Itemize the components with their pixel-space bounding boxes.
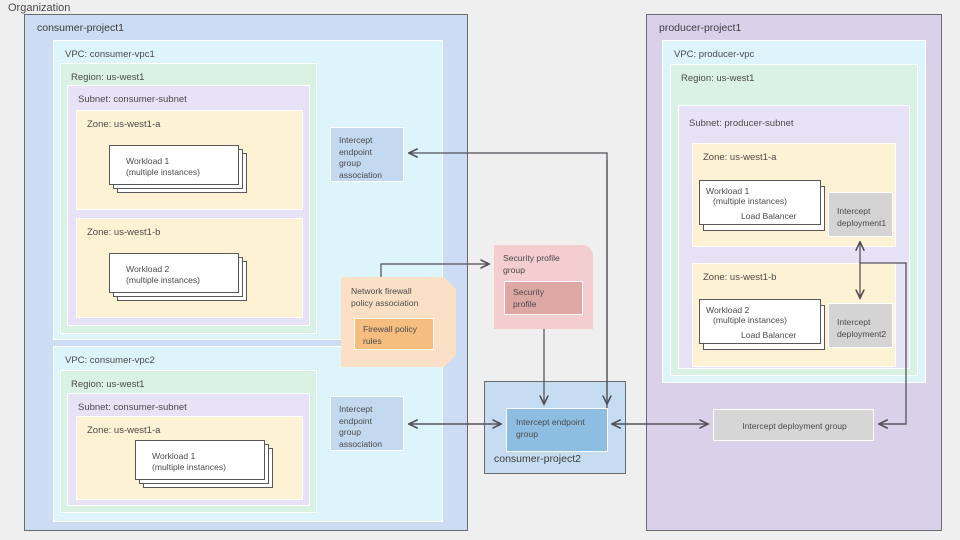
project-consumer-project2-title: consumer-project2 <box>494 453 581 465</box>
workload1-line1: Workload 1 <box>706 186 750 196</box>
subnet-consumer-vpc1-title: Subnet: consumer-subnet <box>78 94 187 105</box>
workload-consumer-vpc2-workload1[interactable]: Workload 1 (multiple instances) <box>135 440 265 480</box>
firewall-policy-rules[interactable]: Firewall policy rules <box>354 318 434 350</box>
workload1-line2: (multiple instances) <box>152 462 227 472</box>
region-consumer-vpc2-title: Region: us-west1 <box>71 379 145 390</box>
workload1-line1: Workload 1 <box>152 451 196 461</box>
zone-consumer-vpc1-b-title: Zone: us-west1-b <box>87 227 161 238</box>
workload-producer-workload1[interactable]: Workload 1 (multiple instances) Load Bal… <box>699 180 821 225</box>
project-producer-project1-title: producer-project1 <box>659 22 742 34</box>
vpc-consumer-vpc2-title: VPC: consumer-vpc2 <box>65 355 155 366</box>
workload2-line2: (multiple instances) <box>126 275 201 285</box>
region-consumer-vpc1-title: Region: us-west1 <box>71 72 145 83</box>
zone-producer-a-title: Zone: us-west1-a <box>703 152 777 163</box>
security-profile[interactable]: Security profile <box>504 281 583 315</box>
zone-consumer-vpc2-a-title: Zone: us-west1-a <box>87 425 161 436</box>
workload2-line1: Workload 2 <box>706 305 750 315</box>
intercept-deployment1-label: Intercept deployment1 <box>837 206 887 228</box>
firewall-policy-rules-label: Firewall policy rules <box>363 324 417 346</box>
workload-producer-workload2[interactable]: Workload 2 (multiple instances) Load Bal… <box>699 299 821 344</box>
project-consumer-project1-title: consumer-project1 <box>37 22 124 34</box>
zone-producer-b-title: Zone: us-west1-b <box>703 272 777 283</box>
workload2-load-balancer: Load Balancer <box>741 330 797 340</box>
workload1-line2: (multiple instances) <box>126 167 201 177</box>
workload1-line1: Workload 1 <box>126 156 170 166</box>
intercept-endpoint-group-association-top[interactable]: Intercept endpoint group association <box>330 127 404 182</box>
subnet-producer-vpc-title: Subnet: producer-subnet <box>689 118 794 129</box>
intercept-endpoint-group-association-bottom[interactable]: Intercept endpoint group association <box>330 396 404 451</box>
intercept-deployment-group[interactable]: Intercept deployment group <box>713 409 874 441</box>
workload2-line2: (multiple instances) <box>713 315 788 325</box>
iep-assoc-top-label: Intercept endpoint group association <box>339 135 382 180</box>
subnet-consumer-vpc2-title: Subnet: consumer-subnet <box>78 402 187 413</box>
nfw-assoc-label: Network firewall policy association <box>351 286 419 308</box>
workload2-line1: Workload 2 <box>126 264 170 274</box>
organization-label: Organization <box>8 2 71 14</box>
intercept-deployment1[interactable]: Intercept deployment1 <box>828 192 893 237</box>
intercept-deployment2-label: Intercept deployment2 <box>837 317 887 339</box>
intercept-endpoint-group-label: Intercept endpoint group <box>516 417 585 439</box>
zone-consumer-vpc1-a-title: Zone: us-west1-a <box>87 119 161 130</box>
intercept-deployment2[interactable]: Intercept deployment2 <box>828 303 893 348</box>
workload-consumer-vpc1-workload1[interactable]: Workload 1 (multiple instances) <box>109 145 239 185</box>
workload-consumer-vpc1-workload2[interactable]: Workload 2 (multiple instances) <box>109 253 239 293</box>
region-producer-vpc-title: Region: us-west1 <box>681 73 755 84</box>
security-profile-label: Security profile <box>513 287 545 309</box>
vpc-consumer-vpc1-title: VPC: consumer-vpc1 <box>65 49 155 60</box>
vpc-producer-vpc-title: VPC: producer-vpc <box>674 49 755 60</box>
intercept-endpoint-group[interactable]: Intercept endpoint group <box>506 408 608 452</box>
security-profile-group-label: Security profile group <box>503 253 560 275</box>
workload1-load-balancer: Load Balancer <box>741 211 797 221</box>
iep-assoc-bottom-label: Intercept endpoint group association <box>339 404 382 449</box>
workload1-line2: (multiple instances) <box>713 196 788 206</box>
intercept-deployment-group-label: Intercept deployment group <box>742 421 847 431</box>
